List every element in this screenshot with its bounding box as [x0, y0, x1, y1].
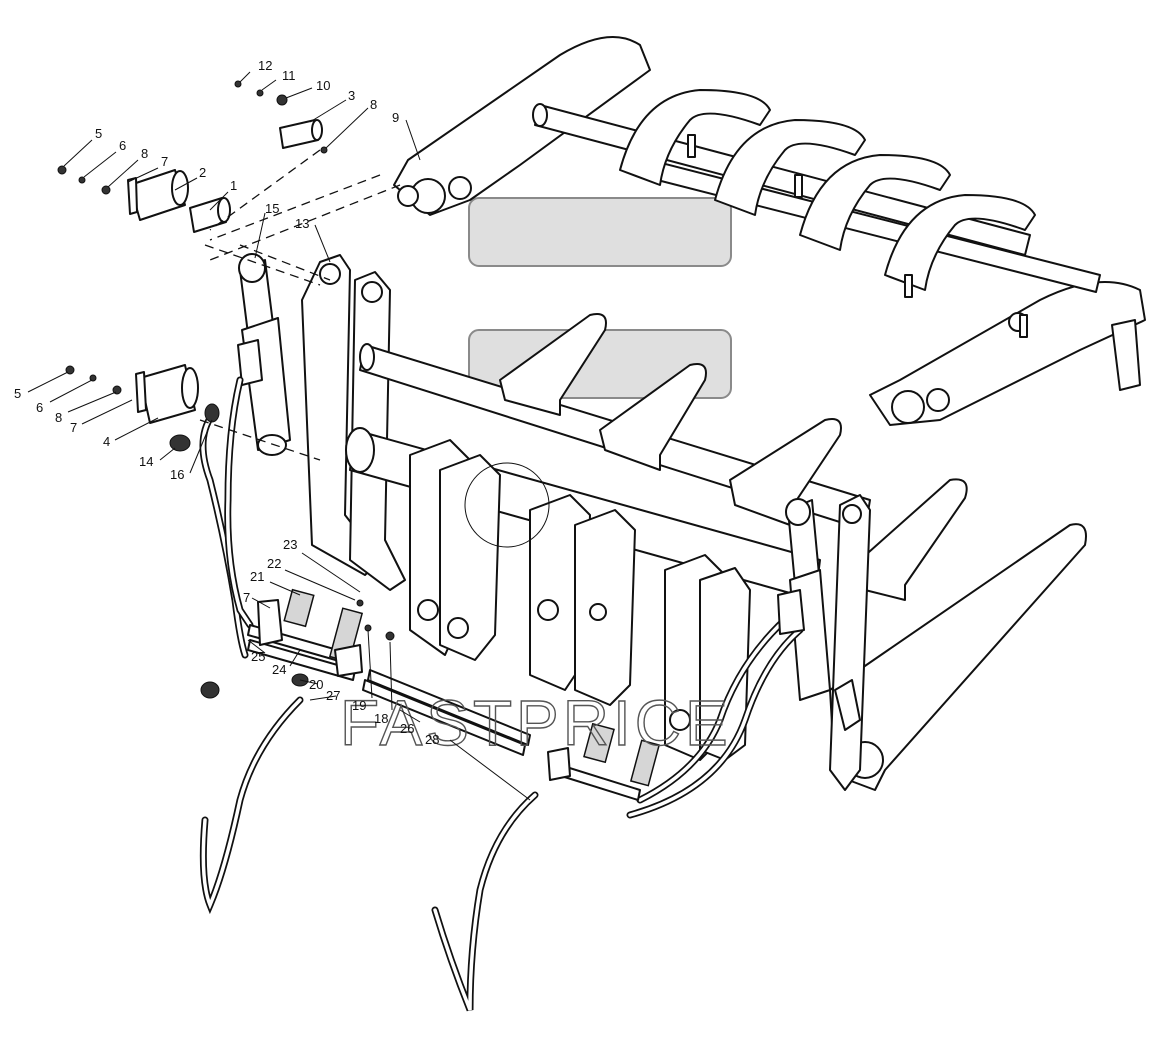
callout-19: 19 [352, 698, 366, 713]
redaction-box-top [468, 197, 732, 267]
callout-2: 2 [199, 165, 206, 180]
callout-18: 18 [374, 711, 388, 726]
callout-9: 9 [392, 110, 399, 125]
watermark-text: FASTPRICE [340, 687, 732, 759]
hydraulic-hoses [199, 376, 804, 1012]
callout-5: 5 [95, 126, 102, 141]
callout-labels: 12 11 10 3 8 9 5 6 8 7 2 1 15 13 5 6 8 7… [14, 58, 439, 747]
callout-26: 26 [400, 721, 414, 736]
hydraulic-cylinder-left [237, 253, 291, 456]
callout-leaders [27, 71, 531, 801]
callout-4: 4 [103, 434, 110, 449]
callout-12: 12 [258, 58, 272, 73]
callout-8: 8 [370, 97, 377, 112]
callout-23: 23 [283, 537, 297, 552]
callout-7: 7 [161, 154, 168, 169]
callout-15: 15 [265, 201, 279, 216]
callout-8c: 8 [55, 410, 62, 425]
callout-6: 6 [119, 138, 126, 153]
callout-25: 25 [251, 649, 265, 664]
callout-11: 11 [282, 68, 296, 83]
callout-8b: 8 [141, 146, 148, 161]
callout-1: 1 [230, 178, 237, 193]
callout-7b: 7 [70, 420, 77, 435]
callout-20: 20 [309, 677, 323, 692]
callout-10: 10 [316, 78, 330, 93]
callout-28: 28 [425, 732, 439, 747]
valve-blocks [257, 588, 805, 787]
callout-6b: 6 [36, 400, 43, 415]
assembly-lines [199, 149, 401, 461]
fork-carriage [301, 254, 1087, 791]
pin-assemblies [57, 80, 395, 699]
callout-5b: 5 [14, 386, 21, 401]
callout-3: 3 [348, 88, 355, 103]
callout-21: 21 [250, 569, 264, 584]
callout-16: 16 [170, 467, 184, 482]
callout-22: 22 [267, 556, 281, 571]
callout-24: 24 [272, 662, 286, 677]
grapple-top-frame [393, 36, 1146, 426]
callout-13: 13 [295, 216, 309, 231]
callout-27: 27 [326, 688, 340, 703]
callout-7c: 7 [243, 590, 250, 605]
callout-14: 14 [139, 454, 153, 469]
